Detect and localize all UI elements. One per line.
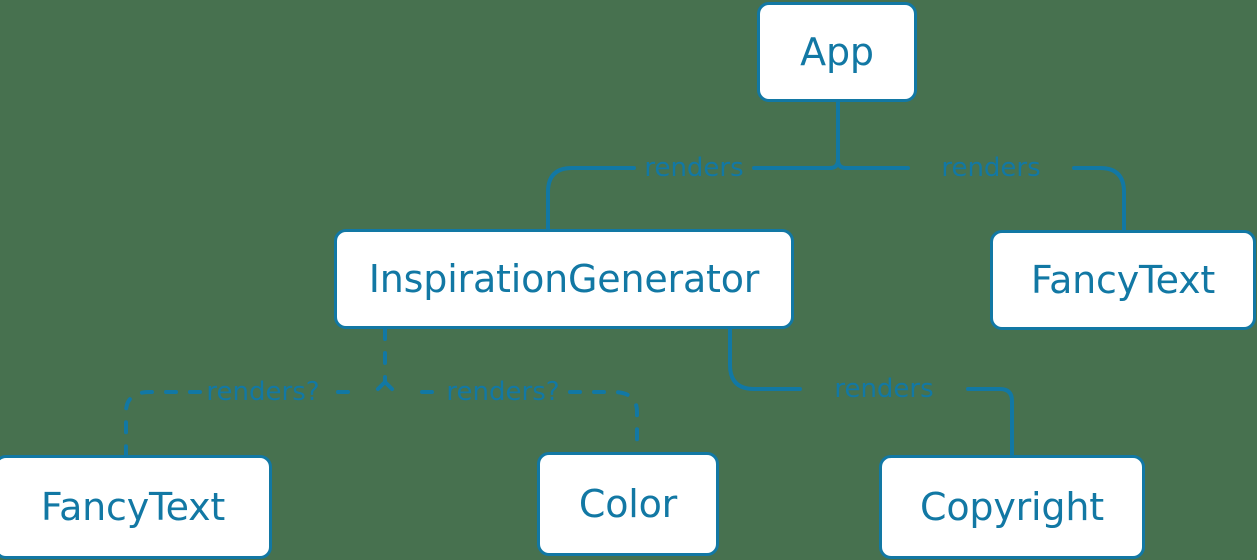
edge-inspirationgenerator-to-fancytext <box>124 380 387 457</box>
edge-label-app-to-inspirationgenerator: renders <box>644 153 744 183</box>
node-fancytext-top-label: FancyText <box>1030 258 1216 302</box>
node-fancytext-bottom-label: FancyText <box>40 485 226 529</box>
node-copyright[interactable]: Copyright <box>879 455 1145 559</box>
node-copyright-label: Copyright <box>920 485 1104 529</box>
node-app[interactable]: App <box>757 2 917 102</box>
edge-inspirationgenerator-to-copyright <box>728 327 1014 457</box>
node-color[interactable]: Color <box>537 452 719 556</box>
node-fancytext-top[interactable]: FancyText <box>990 230 1256 330</box>
edge-app-to-fancytext <box>844 166 1126 232</box>
edge-app-trunk <box>836 100 848 170</box>
node-inspirationgenerator-label: InspirationGenerator <box>368 257 760 301</box>
edge-label-inspirationgenerator-to-color: renders? <box>446 377 560 407</box>
node-color-label: Color <box>578 482 678 526</box>
edge-inspirationgenerator-to-color <box>383 380 639 454</box>
node-inspirationgenerator[interactable]: InspirationGenerator <box>334 229 794 329</box>
edge-label-app-to-fancytext: renders <box>941 153 1041 183</box>
edge-label-inspirationgenerator-to-fancytext: renders? <box>206 377 320 407</box>
node-fancytext-bottom[interactable]: FancyText <box>0 455 272 559</box>
edge-app-to-inspirationgenerator <box>546 166 832 231</box>
edge-label-inspirationgenerator-to-copyright: renders <box>834 374 934 404</box>
node-app-label: App <box>800 30 874 74</box>
